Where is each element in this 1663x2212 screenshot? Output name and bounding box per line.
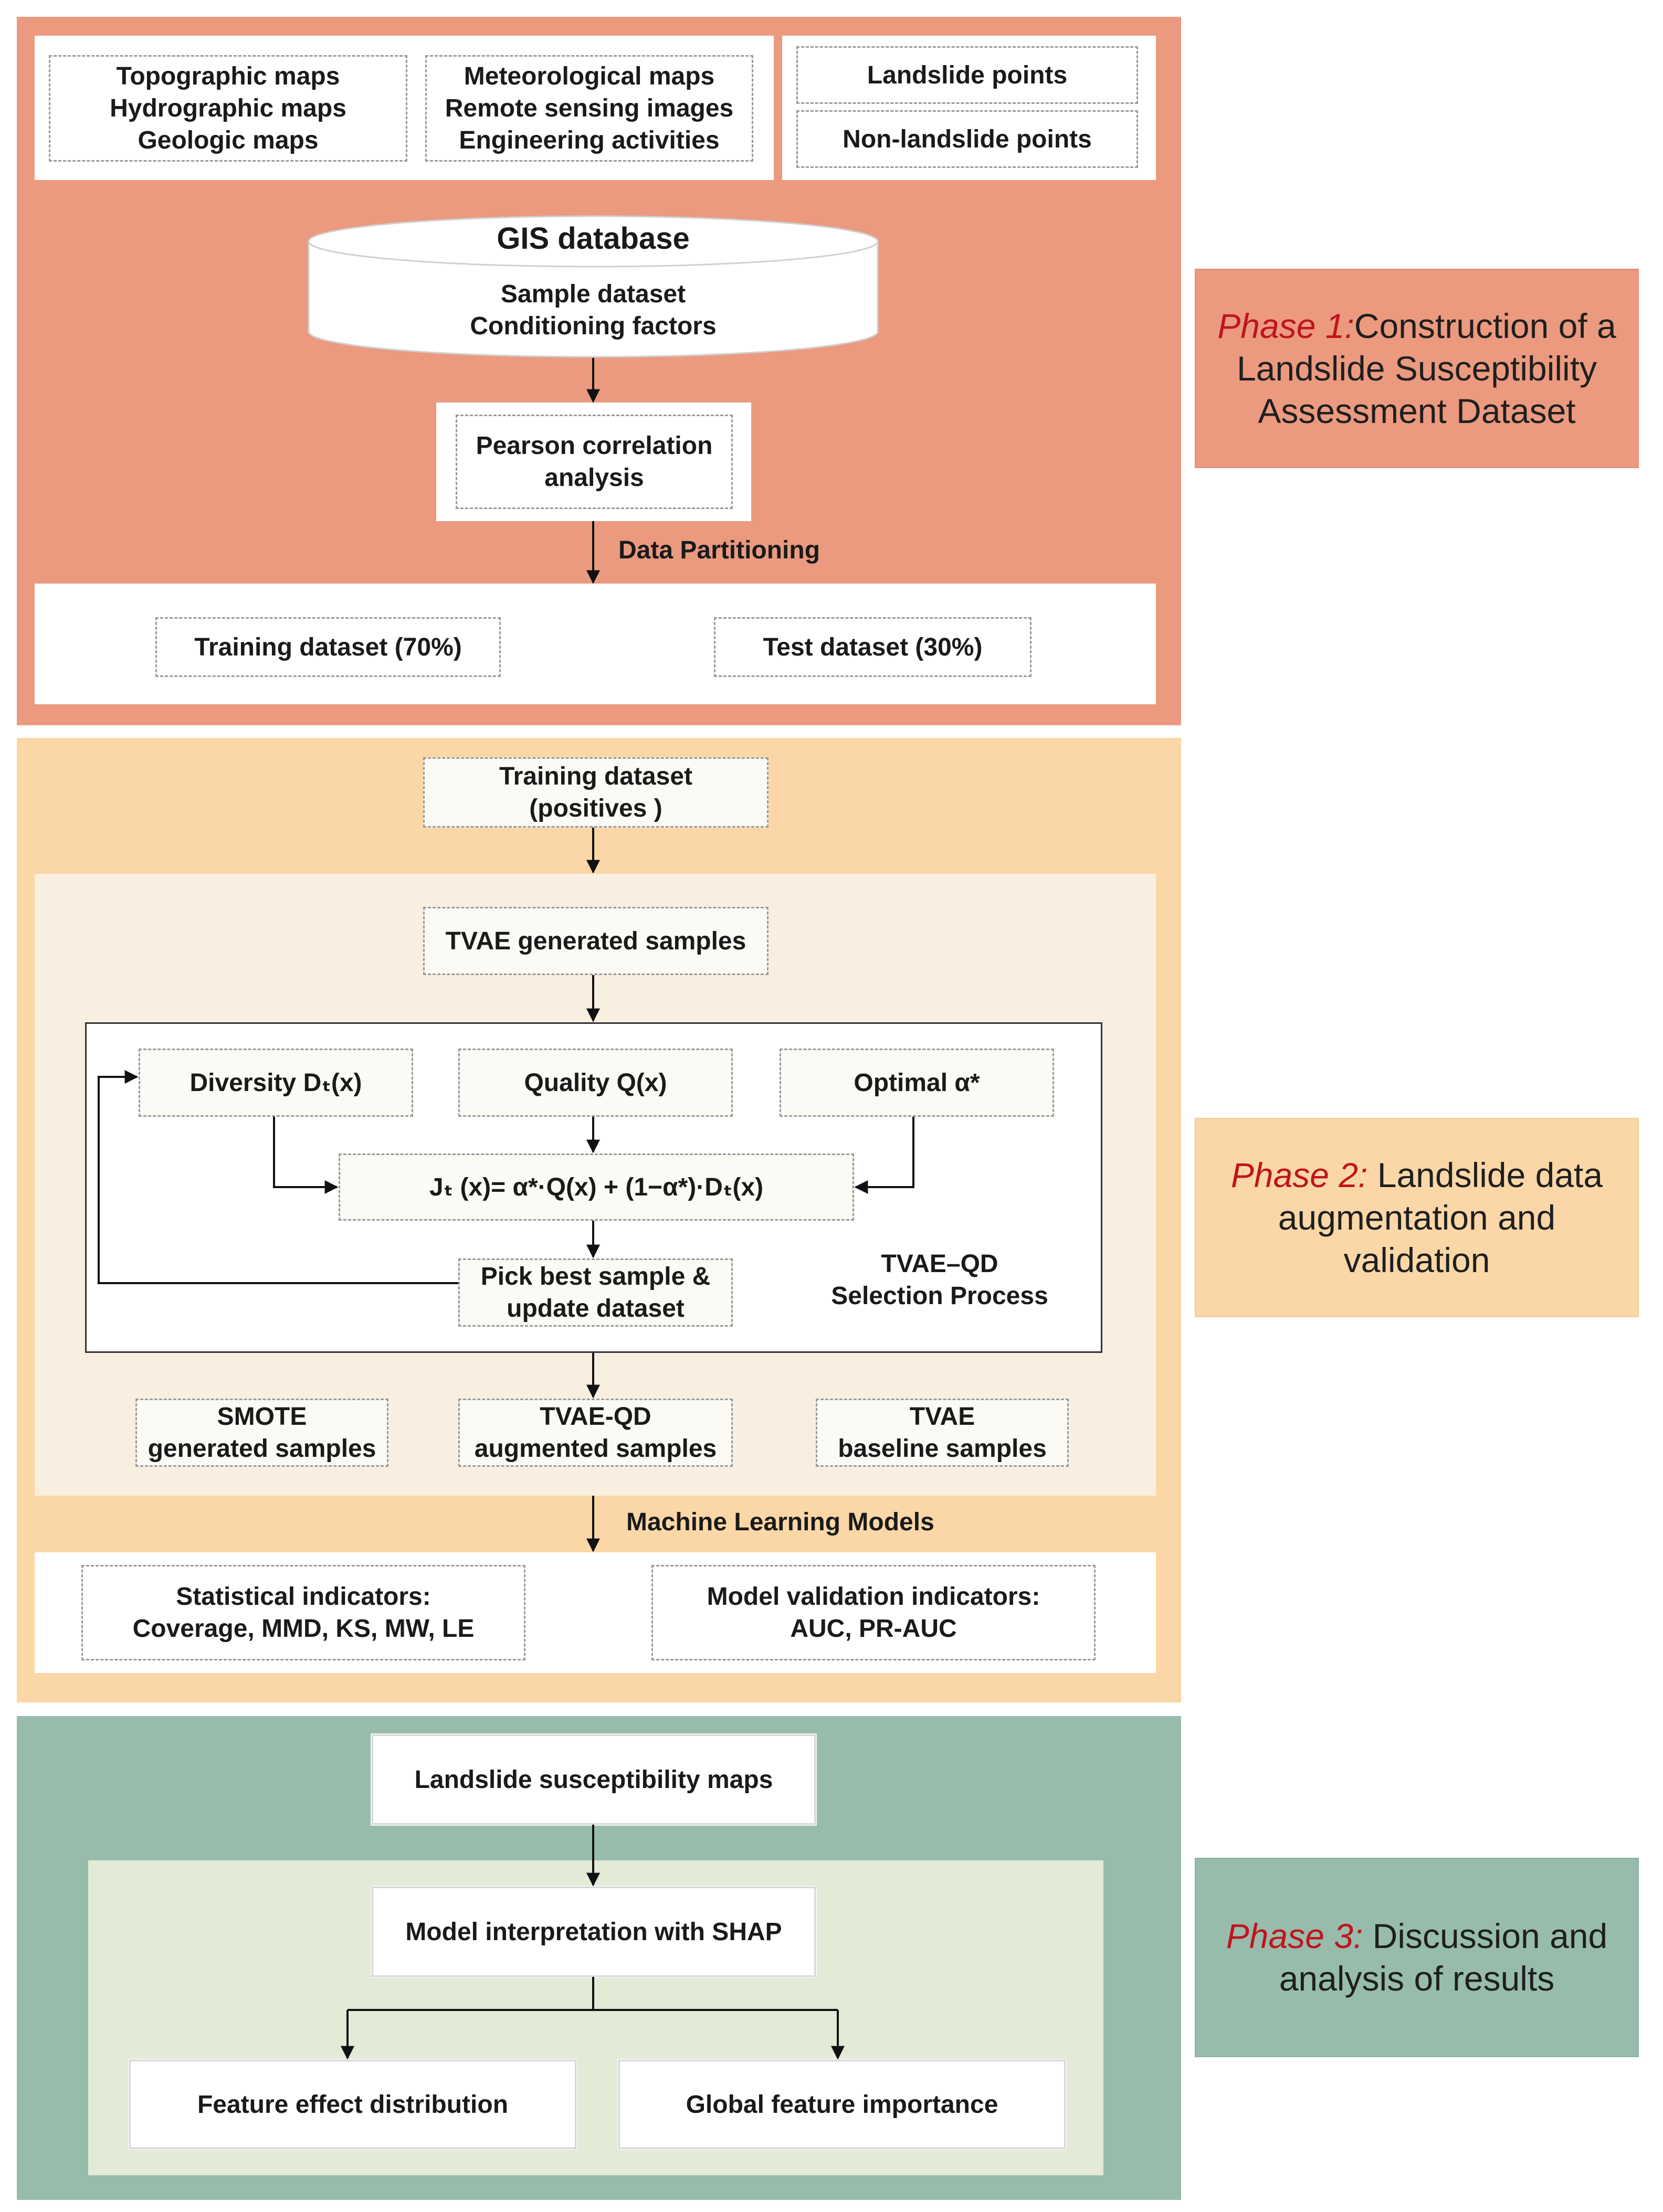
source-remote-sensing: Remote sensing images — [445, 94, 734, 122]
landslide-points-box: Landslide points — [796, 46, 1138, 104]
shap-interpretation-box: Model interpretation with SHAP — [372, 1887, 816, 1977]
quality-box: Quality Q(x) — [458, 1049, 733, 1117]
selection-process-label: TVAE–QD Selection Process — [831, 1250, 1048, 1310]
phase3-label: Phase 3: Discussion and analysis of resu… — [1195, 1858, 1639, 2057]
pearson-correlation-box: Pearson correlation analysis — [456, 415, 733, 509]
phase3-tag: Phase 3: — [1226, 1917, 1363, 1955]
test-dataset-box: Test dataset (30%) — [714, 617, 1032, 677]
non-landslide-points-box: Non-landslide points — [796, 110, 1138, 168]
source-geologic: Geologic maps — [138, 126, 319, 154]
tvae-qd-samples-box: TVAE-QD augmented samples — [458, 1399, 733, 1467]
tvae-baseline-samples-box: TVAE baseline samples — [816, 1399, 1069, 1467]
statistical-indicators-box: Statistical indicators: Coverage, MMD, K… — [81, 1565, 525, 1660]
phase1-tag: Phase 1: — [1217, 306, 1354, 345]
objective-formula-box: Jₜ (x)= α*·Q(x) + (1−α*)·Dₜ(x) — [339, 1153, 854, 1221]
gis-database-title: GIS database — [497, 221, 690, 256]
feature-effect-box: Feature effect distribution — [129, 2060, 576, 2149]
gis-conditioning-factors: Conditioning factors — [470, 312, 717, 340]
gis-database-contents: Sample dataset Conditioning factors — [383, 278, 803, 342]
source-meteorological: Meteorological maps — [464, 62, 715, 90]
source-topographic: Topographic maps — [116, 62, 340, 90]
source-other-box: Meteorological maps Remote sensing image… — [425, 55, 753, 162]
source-maps-box: Topographic maps Hydrographic maps Geolo… — [49, 55, 407, 162]
diversity-box: Diversity Dₜ(x) — [139, 1049, 413, 1117]
data-partitioning-label: Data Partitioning — [618, 536, 820, 564]
training-positives-box: Training dataset (positives ) — [423, 757, 769, 828]
source-hydrographic: Hydrographic maps — [110, 94, 346, 122]
gis-sample-dataset: Sample dataset — [500, 280, 686, 308]
pick-best-sample-box: Pick best sample & update dataset — [458, 1258, 733, 1327]
machine-learning-models-label: Machine Learning Models — [626, 1508, 934, 1536]
optimal-alpha-box: Optimal α* — [780, 1049, 1054, 1117]
training-dataset-box: Training dataset (70%) — [155, 617, 501, 677]
phase2-label: Phase 2: Landslide data augmentation and… — [1195, 1118, 1639, 1317]
smote-samples-box: SMOTE generated samples — [135, 1399, 388, 1467]
feature-importance-box: Global feature importance — [618, 2060, 1066, 2149]
source-engineering: Engineering activities — [459, 126, 720, 154]
phase2-tag: Phase 2: — [1230, 1155, 1368, 1194]
phase1-label: Phase 1:Construction of a Landslide Susc… — [1195, 269, 1639, 468]
validation-indicators-box: Model validation indicators: AUC, PR-AUC — [651, 1565, 1096, 1660]
susceptibility-maps-box: Landslide susceptibility maps — [372, 1734, 816, 1825]
tvae-generated-box: TVAE generated samples — [423, 907, 769, 975]
